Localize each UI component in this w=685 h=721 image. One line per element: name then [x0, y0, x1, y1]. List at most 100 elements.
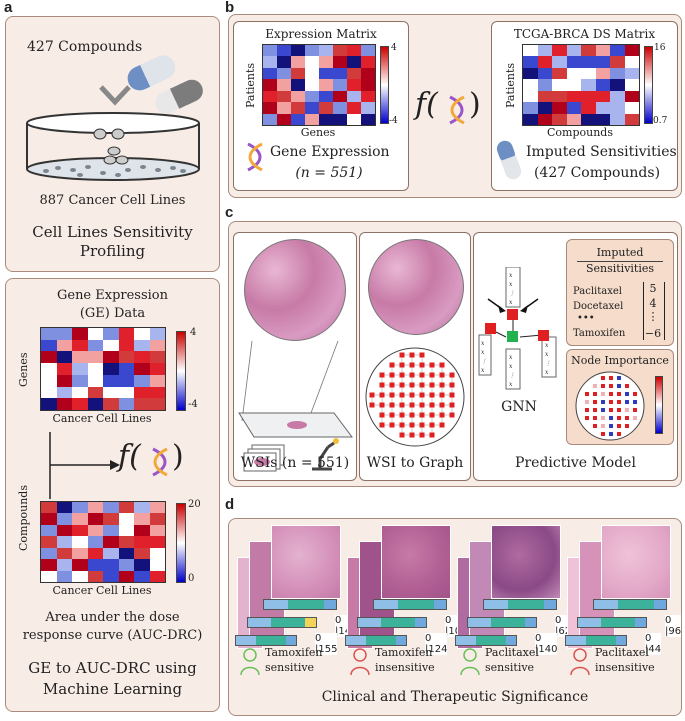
heatmap-cell — [595, 79, 610, 91]
heatmap-cell — [624, 56, 639, 68]
heatmap-cell — [581, 113, 596, 125]
heatmap-cell — [149, 339, 165, 352]
feature-bar — [373, 599, 447, 610]
heatmap-cell — [72, 570, 88, 582]
importance-node — [609, 392, 613, 396]
auc-desc-1: Area under the dose — [45, 610, 180, 625]
heatmap-cell — [291, 67, 305, 80]
svg-text:x: x — [545, 342, 549, 349]
heatmap-cell — [56, 502, 72, 514]
heatmap-cell — [87, 398, 103, 410]
heatmap-cell — [56, 513, 72, 525]
importance-node — [593, 424, 597, 428]
heatmap-cell — [103, 513, 119, 525]
heatmap-cell — [149, 502, 165, 514]
heatmap-cell — [277, 102, 291, 114]
heatmap-cell — [595, 67, 610, 80]
heatmap-cell — [566, 67, 581, 80]
wsi-graph-box: WSI to Graph — [359, 232, 471, 481]
heatmap-cell — [149, 351, 165, 364]
ds-cbar-min: 0.7 — [653, 116, 668, 126]
node-importance-title: Node Importance — [571, 354, 669, 367]
bar-count-label: 0 |140 — [535, 633, 558, 655]
heatmap-cell — [624, 79, 639, 91]
importance-node — [593, 384, 597, 388]
graph-node — [399, 412, 405, 418]
graph-node — [409, 352, 415, 358]
svg-text:x: x — [545, 369, 549, 376]
heatmap-cell — [41, 559, 57, 571]
heatmap-cell — [624, 45, 639, 57]
heatmap-cell — [134, 339, 150, 352]
graph-node — [409, 412, 415, 418]
imputed-title-1: Imputed — [596, 246, 644, 259]
heatmap-cell — [581, 56, 596, 68]
heatmap-cell — [624, 90, 639, 103]
heatmap-cell — [319, 67, 333, 80]
heatmap-cell — [537, 45, 552, 57]
heatmap-cell — [103, 536, 119, 548]
heatmap-cell — [72, 374, 88, 387]
graph-node — [439, 402, 445, 408]
heatmap-cell — [566, 79, 581, 91]
heatmap-cell — [333, 113, 347, 125]
graph-node — [439, 392, 445, 398]
svg-text:⋮: ⋮ — [481, 358, 487, 365]
importance-node — [617, 424, 621, 428]
importance-node — [617, 432, 621, 436]
feature-bar — [577, 617, 647, 628]
heatmap-cell — [56, 547, 72, 560]
heatmap-cell — [87, 513, 103, 525]
heatmap-cell — [103, 570, 119, 582]
auc-heatmap — [40, 501, 166, 583]
flow-arrow-icon — [49, 432, 120, 499]
wsi-box: WSIs (n = 551) — [233, 232, 357, 481]
heatmap-cell — [305, 45, 319, 57]
heatmap-cell — [333, 102, 347, 114]
heatmap-cell — [134, 513, 150, 525]
heatmap-cell — [361, 56, 375, 68]
expr-xlabel: Genes — [300, 126, 336, 139]
vector-value-3: ⋮ — [647, 310, 659, 323]
heatmap-cell — [149, 524, 165, 537]
panel-d-letter: d — [225, 496, 235, 513]
heatmap-cell — [305, 79, 319, 91]
graph-node — [419, 362, 425, 368]
graph-node — [409, 432, 415, 438]
heatmap-cell — [72, 502, 88, 514]
heatmap-cell — [595, 102, 610, 114]
heatmap-cell — [103, 374, 119, 387]
heatmap-cell — [134, 547, 150, 560]
graph-node — [419, 432, 425, 438]
auc-desc-2: response curve (AUC-DRC) — [22, 628, 203, 643]
heatmap-cell — [610, 56, 625, 68]
heatmap-cell — [149, 547, 165, 560]
heatmap-cell — [361, 67, 375, 80]
importance-node — [625, 384, 629, 388]
ds-caption-2: (427 Compounds) — [533, 165, 661, 181]
heatmap-cell — [610, 79, 625, 91]
heatmap-cell — [72, 328, 88, 340]
importance-node — [633, 408, 637, 412]
heatmap-cell — [56, 570, 72, 582]
heatmap-cell — [134, 570, 150, 582]
slide-icon — [238, 340, 353, 472]
function-symbol-b: f( — [415, 87, 438, 122]
heatmap-cell — [347, 102, 361, 114]
panel-b-letter: b — [225, 0, 235, 16]
graph-node — [389, 422, 395, 428]
expr-ylabel: Patients — [244, 62, 257, 108]
heatmap-cell — [149, 328, 165, 340]
ge-xlabel: Cancer Cell Lines — [52, 412, 152, 425]
heatmap-cell — [552, 67, 567, 80]
heatmap-cell — [87, 536, 103, 548]
graph-node — [419, 382, 425, 388]
graph-node — [379, 402, 385, 408]
patient-icon — [240, 648, 260, 676]
heatmap-cell — [118, 570, 134, 582]
heatmap-cell — [41, 547, 57, 560]
heatmap-cell — [581, 102, 596, 114]
graph-node — [419, 422, 425, 428]
bar-count-label: 0 |155 — [315, 633, 338, 655]
heatmap-cell — [72, 536, 88, 548]
